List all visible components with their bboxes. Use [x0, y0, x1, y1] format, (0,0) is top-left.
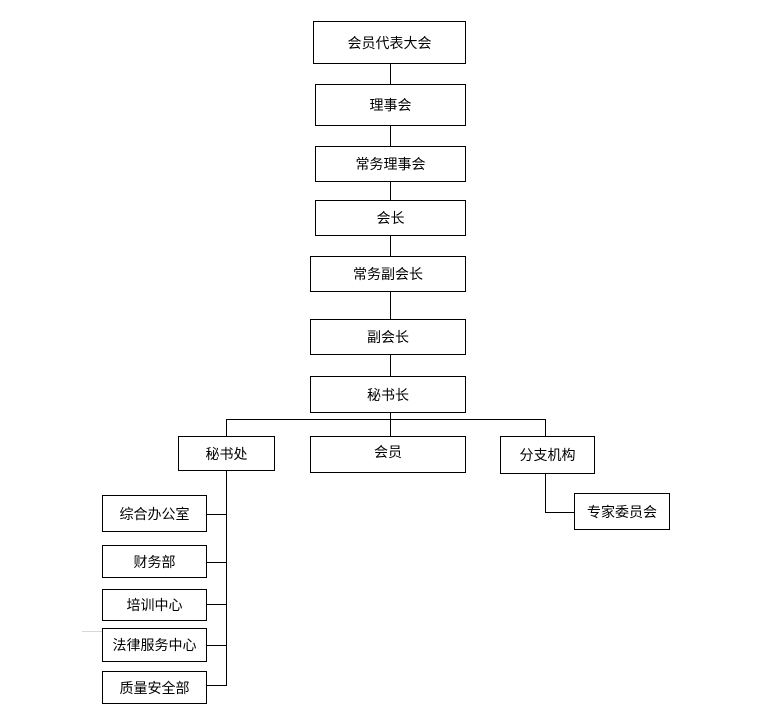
connector-congress-council [390, 64, 391, 84]
connector-secretariat-spine [226, 471, 227, 686]
connector-council-standing [390, 126, 391, 146]
node-expert-committee: 专家委员会 [574, 493, 670, 530]
connector-to-training [207, 604, 227, 605]
node-standing-council: 常务理事会 [315, 146, 466, 182]
node-legal-service-center: 法律服务中心 [102, 628, 207, 662]
node-secretary-general: 秘书长 [310, 376, 466, 413]
node-finance-department: 财务部 [102, 545, 207, 578]
node-secretariat: 秘书处 [178, 436, 275, 471]
connector-to-finance [207, 562, 227, 563]
connector-exec-vp-vp [390, 292, 391, 319]
connector-to-branches [545, 419, 546, 437]
connector-to-quality [207, 685, 227, 686]
connector-vp-secretary-general [390, 355, 391, 376]
node-general-office: 综合办公室 [102, 495, 207, 532]
node-council: 理事会 [315, 84, 466, 126]
divider-mark [82, 631, 102, 632]
node-executive-vice-president: 常务副会长 [310, 256, 466, 292]
connector-standing-president [390, 182, 391, 200]
node-vice-president: 副会长 [310, 319, 466, 355]
node-training-center: 培训中心 [102, 589, 207, 621]
node-president: 会长 [315, 200, 466, 236]
connector-secretary-general-down [390, 413, 391, 437]
connector-to-general-office [207, 514, 227, 515]
connector-president-exec-vp [390, 236, 391, 256]
connector-branches-down [545, 474, 546, 513]
connector-to-legal [207, 645, 227, 646]
connector-to-secretariat [226, 419, 227, 437]
node-quality-safety-department: 质量安全部 [102, 671, 207, 704]
node-branches: 分支机构 [500, 436, 595, 474]
node-members: 会员 [310, 436, 466, 473]
connector-branch-bar [226, 419, 546, 420]
connector-to-expert-committee [545, 512, 574, 513]
node-members-congress: 会员代表大会 [313, 21, 466, 64]
